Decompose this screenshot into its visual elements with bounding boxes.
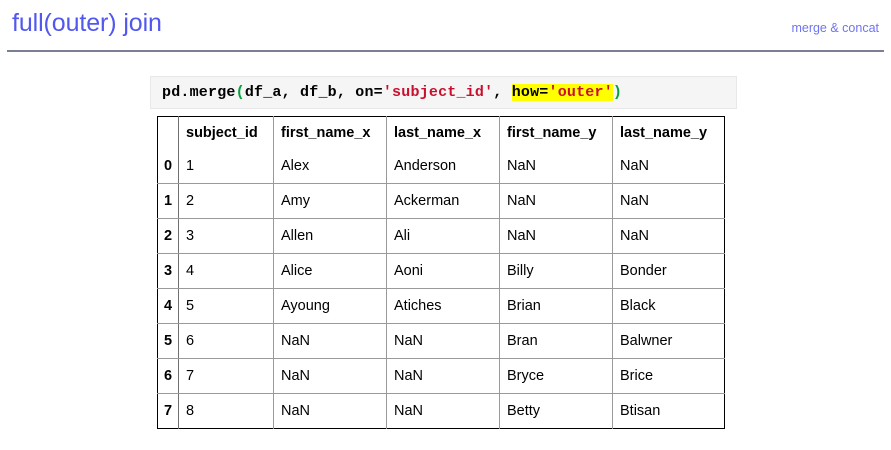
cell-first_name_x: Alex [273, 148, 387, 184]
cell-first_name_y: NaN [499, 218, 613, 254]
column-header-subject_id: subject_id [178, 116, 274, 149]
cell-last_name_x: NaN [386, 393, 500, 429]
cell-last_name_y: Balwner [612, 323, 725, 359]
cell-last_name_x: Ackerman [386, 183, 500, 219]
cell-subject_id: 5 [178, 288, 274, 324]
code-token-6: 'outer' [548, 84, 613, 101]
cell-subject_id: 8 [178, 393, 274, 429]
cell-first_name_y: Bran [499, 323, 613, 359]
cell-first_name_x: Amy [273, 183, 387, 219]
row-index-label: 3 [157, 253, 179, 289]
cell-first_name_y: Betty [499, 393, 613, 429]
column-header-first_name_x: first_name_x [273, 116, 387, 149]
row-index-label: 7 [157, 393, 179, 429]
row-index-label: 5 [157, 323, 179, 359]
code-token-1: ( [235, 84, 245, 101]
cell-first_name_y: NaN [499, 183, 613, 219]
cell-first_name_x: Alice [273, 253, 387, 289]
cell-subject_id: 3 [178, 218, 274, 254]
column-header-last_name_x: last_name_x [386, 116, 500, 149]
code-token-0: pd.merge [162, 84, 236, 101]
cell-last_name_x: Anderson [386, 148, 500, 184]
cell-first_name_x: NaN [273, 323, 387, 359]
code-token-4: , [493, 84, 512, 101]
cell-last_name_y: NaN [612, 183, 725, 219]
code-line: pd.merge(df_a, df_b, on='subject_id', ho… [151, 84, 622, 101]
code-token-7: ) [612, 84, 623, 101]
cell-first_name_x: Allen [273, 218, 387, 254]
cell-subject_id: 1 [178, 148, 274, 184]
cell-first_name_x: Ayoung [273, 288, 387, 324]
cell-subject_id: 2 [178, 183, 274, 219]
cell-last_name_x: NaN [386, 358, 500, 394]
index-column-header [157, 116, 179, 149]
cell-last_name_y: NaN [612, 218, 725, 254]
row-index-label: 0 [157, 148, 179, 184]
code-token-3: 'subject_id' [382, 84, 494, 101]
cell-first_name_y: NaN [499, 148, 613, 184]
cell-subject_id: 7 [178, 358, 274, 394]
page-title: full(outer) join [12, 9, 162, 37]
cell-last_name_x: Atiches [386, 288, 500, 324]
cell-last_name_y: Brice [612, 358, 725, 394]
cell-subject_id: 4 [178, 253, 274, 289]
cell-subject_id: 6 [178, 323, 274, 359]
cell-first_name_x: NaN [273, 393, 387, 429]
cell-last_name_x: NaN [386, 323, 500, 359]
code-token-5: how= [511, 84, 549, 101]
row-index-label: 2 [157, 218, 179, 254]
cell-last_name_x: Aoni [386, 253, 500, 289]
code-token-2: df_a, df_b, on= [244, 84, 383, 101]
cell-first_name_y: Brian [499, 288, 613, 324]
row-index-label: 4 [157, 288, 179, 324]
header-divider [7, 50, 884, 52]
cell-first_name_x: NaN [273, 358, 387, 394]
cell-last_name_y: NaN [612, 148, 725, 184]
cell-last_name_y: Bonder [612, 253, 725, 289]
column-header-last_name_y: last_name_y [620, 124, 708, 141]
cell-first_name_y: Billy [499, 253, 613, 289]
page-header: full(outer) join merge & concat [0, 0, 891, 52]
row-index-label: 6 [157, 358, 179, 394]
cell-first_name_y: Bryce [499, 358, 613, 394]
cell-last_name_x: Ali [386, 218, 500, 254]
cell-last_name_y: Btisan [620, 403, 661, 419]
cell-last_name_y: Black [612, 288, 725, 324]
code-snippet-box: pd.merge(df_a, df_b, on='subject_id', ho… [150, 76, 737, 109]
header-section-label: merge & concat [791, 21, 879, 35]
row-index-label: 1 [157, 183, 179, 219]
column-header-first_name_y: first_name_y [499, 116, 613, 149]
